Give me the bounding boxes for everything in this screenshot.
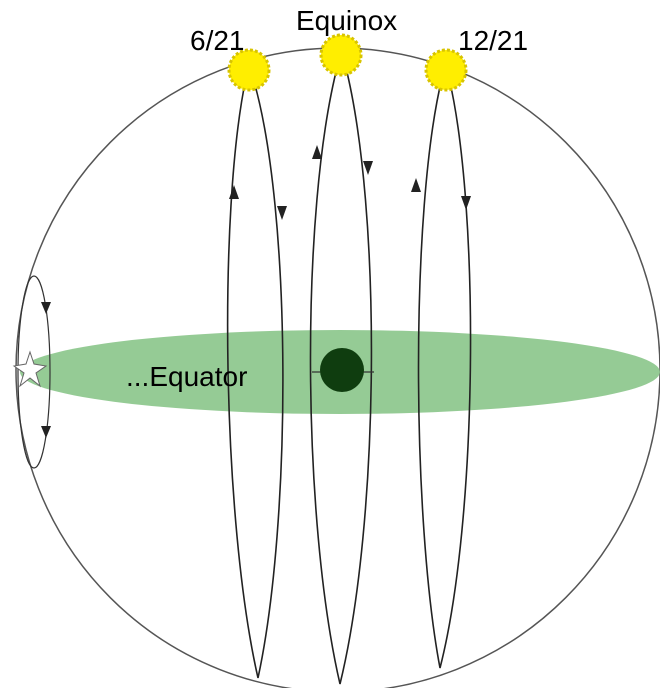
sun-path-equinox <box>309 63 373 685</box>
arrow-up-june <box>229 185 239 199</box>
arrow-down-pole-lower <box>41 426 51 438</box>
arrow-down-pole-upper <box>41 302 51 314</box>
arrow-down-equinox <box>363 161 373 175</box>
label-equator: ...Equator <box>126 361 247 392</box>
sun-path-december <box>417 77 472 669</box>
arrow-up-equinox <box>312 145 322 159</box>
sun-icon-equinox <box>319 33 363 77</box>
sun-icon-june <box>227 48 271 92</box>
arrow-up-december <box>411 178 421 192</box>
earth-icon <box>320 348 364 392</box>
pole-star-loop <box>17 275 51 469</box>
label-equinox: Equinox <box>296 5 397 36</box>
label-june: 6/21 <box>190 25 245 56</box>
sun-icon-december <box>424 48 468 92</box>
arrow-down-june <box>277 206 287 220</box>
star-icon <box>12 350 48 388</box>
arrow-down-december <box>461 196 471 210</box>
path-arrows <box>229 145 471 220</box>
label-december: 12/21 <box>458 25 528 56</box>
sun-path-june <box>226 77 284 679</box>
